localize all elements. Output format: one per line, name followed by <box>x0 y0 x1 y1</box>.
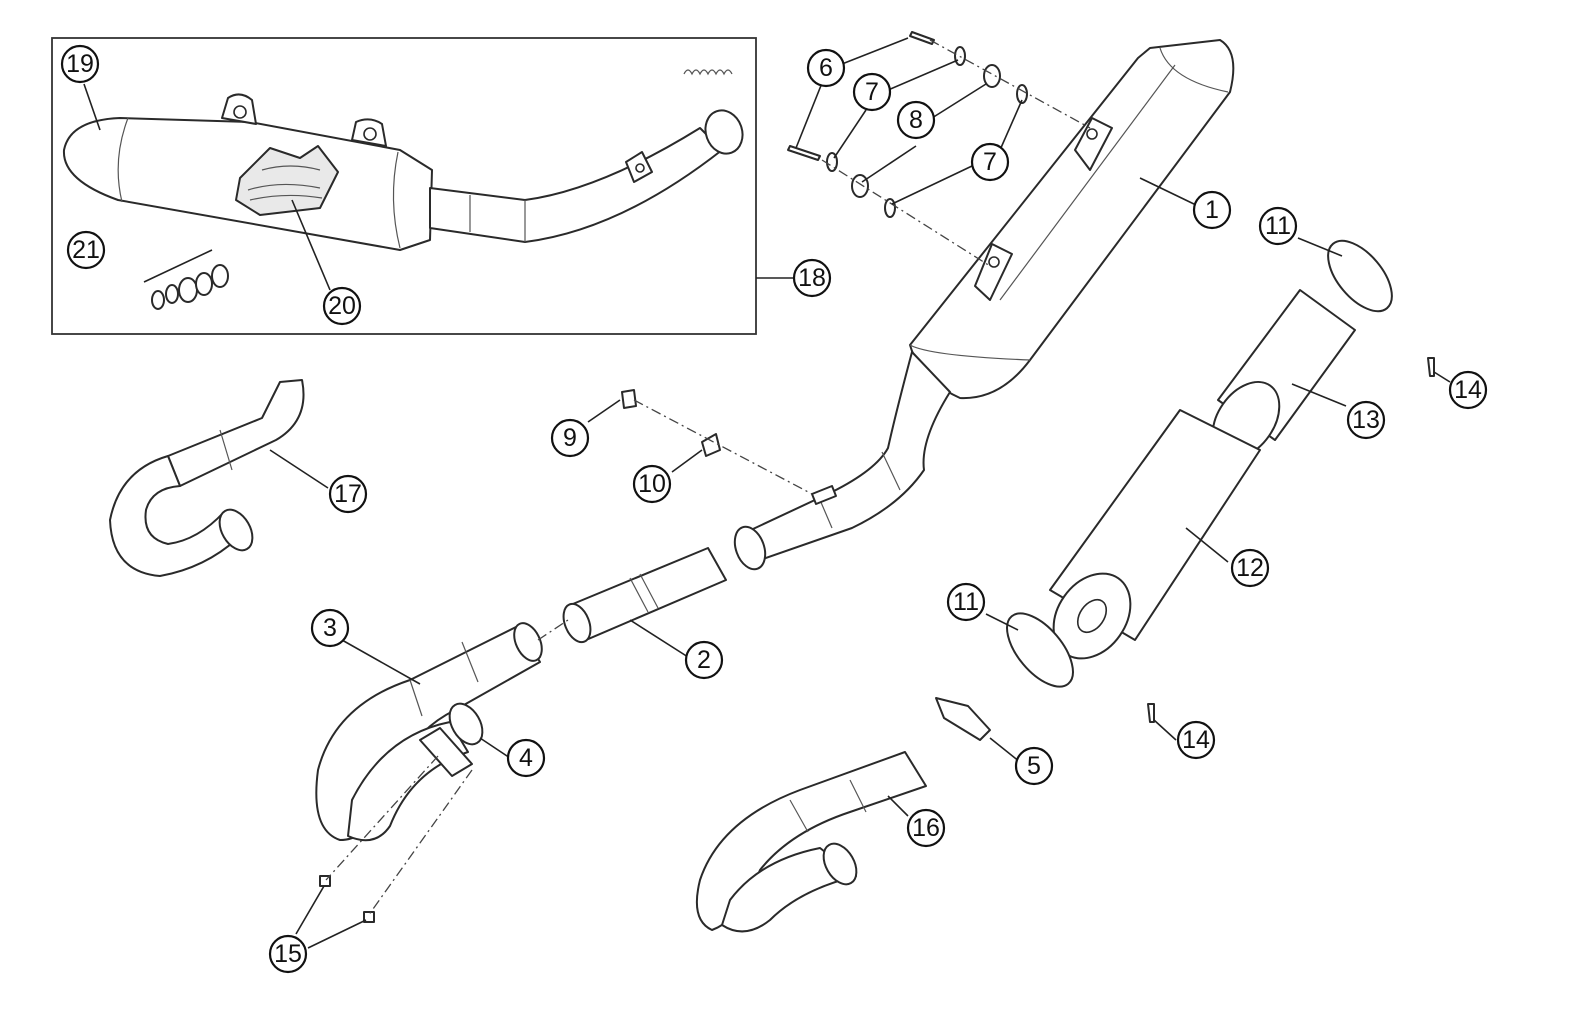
callout-label: 1 <box>1205 196 1219 224</box>
callout-1: 1 <box>1192 190 1232 230</box>
callout-label: 10 <box>638 470 666 498</box>
end-cap-bottom <box>1006 612 1074 688</box>
mid-pipe <box>733 351 951 571</box>
callout-17: 17 <box>328 474 368 514</box>
callout-label: 6 <box>819 54 833 82</box>
callout-16: 16 <box>906 808 946 848</box>
callout-7-lower: 7 <box>970 142 1010 182</box>
leader-lines <box>83 37 1451 949</box>
callout-label: 8 <box>909 106 923 134</box>
callout-3: 3 <box>310 608 350 648</box>
hardware-kit <box>143 249 229 310</box>
callout-label: 21 <box>72 236 100 264</box>
muffler-sleeve-inner <box>1049 409 1261 660</box>
callout-label: 11 <box>953 588 979 616</box>
callout-2: 2 <box>684 640 724 680</box>
callout-label: 5 <box>1027 752 1041 780</box>
callout-13: 13 <box>1346 400 1386 440</box>
header-pipe-alt-2 <box>109 379 305 577</box>
callout-label: 18 <box>798 264 826 292</box>
callout-label: 12 <box>1236 554 1264 582</box>
complete-exhaust-assembly <box>62 69 744 310</box>
callout-label: 16 <box>912 814 940 842</box>
callout-12: 12 <box>1230 548 1270 588</box>
callout-label: 3 <box>323 614 337 642</box>
callout-14-upper: 14 <box>1448 370 1488 410</box>
callout-label: 9 <box>563 424 577 452</box>
fastener-hardware <box>319 31 1435 923</box>
callout-label: 4 <box>519 744 533 772</box>
assembly-axes <box>325 39 1091 917</box>
callout-label: 7 <box>983 148 997 176</box>
callout-4: 4 <box>506 738 546 778</box>
callout-20: 20 <box>322 286 362 326</box>
flange-gasket <box>935 697 991 741</box>
spring-icon <box>683 69 733 76</box>
callout-label: 14 <box>1454 376 1482 404</box>
assembly-inset-frame <box>51 37 757 335</box>
callout-11-lower: 11 <box>946 582 986 622</box>
callout-14-lower: 14 <box>1176 720 1216 760</box>
callout-10: 10 <box>632 464 672 504</box>
connector-pipe <box>562 547 727 644</box>
muffler <box>909 39 1235 400</box>
callout-18: 18 <box>792 258 832 298</box>
end-cap-top <box>1327 239 1393 313</box>
callout-6: 6 <box>806 48 846 88</box>
callout-label: 11 <box>1265 212 1291 240</box>
callout-9: 9 <box>550 418 590 458</box>
callout-label: 2 <box>697 646 711 674</box>
callout-label: 13 <box>1352 406 1380 434</box>
callout-21: 21 <box>66 230 106 270</box>
callout-label: 20 <box>328 292 356 320</box>
callout-7-upper: 7 <box>852 72 892 112</box>
callout-11-upper: 11 <box>1258 206 1298 246</box>
callout-label: 15 <box>274 940 302 968</box>
callout-15: 15 <box>268 934 308 974</box>
callout-5: 5 <box>1014 746 1054 786</box>
callout-19: 19 <box>60 44 100 84</box>
gasket <box>448 702 484 746</box>
header-pipe <box>315 622 543 842</box>
callout-label: 19 <box>66 50 94 78</box>
callout-label: 14 <box>1182 726 1210 754</box>
callout-label: 17 <box>334 480 362 508</box>
callout-8: 8 <box>896 100 936 140</box>
header-pipe-alt <box>696 751 927 933</box>
callout-label: 7 <box>865 78 879 106</box>
